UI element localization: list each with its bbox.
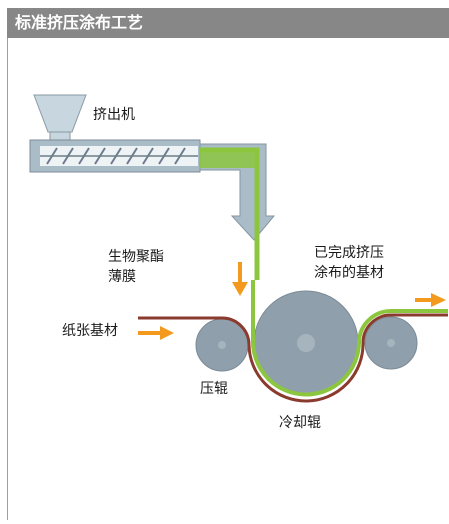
chill-roller-hub — [297, 334, 315, 352]
extruder-screw — [40, 147, 198, 165]
film-label-line1: 生物聚酯 — [108, 249, 164, 265]
arrow-finished-out — [415, 293, 446, 307]
hopper-neck — [49, 131, 71, 141]
hopper — [33, 94, 87, 133]
chill-roller-label: 冷却辊 — [279, 415, 321, 431]
finished-label-line2: 涂布的基材 — [314, 265, 384, 281]
pressure-roller-hub — [218, 341, 226, 349]
pressure-roller-label: 压辊 — [200, 381, 228, 397]
paper-substrate-label: 纸张基材 — [62, 323, 118, 339]
film-web — [250, 280, 448, 397]
paper-web — [138, 313, 448, 403]
arrow-film-down — [232, 262, 248, 296]
page-title: 标准挤压涂布工艺 — [7, 8, 449, 38]
finished-label-line1: 已完成挤压 — [314, 245, 384, 261]
extruder-label: 挤出机 — [93, 107, 135, 123]
diagram-frame — [7, 8, 447, 520]
film-label-line2: 薄膜 — [108, 269, 136, 285]
exit-roller-hub — [387, 339, 395, 347]
arrow-paper-in — [138, 326, 174, 340]
